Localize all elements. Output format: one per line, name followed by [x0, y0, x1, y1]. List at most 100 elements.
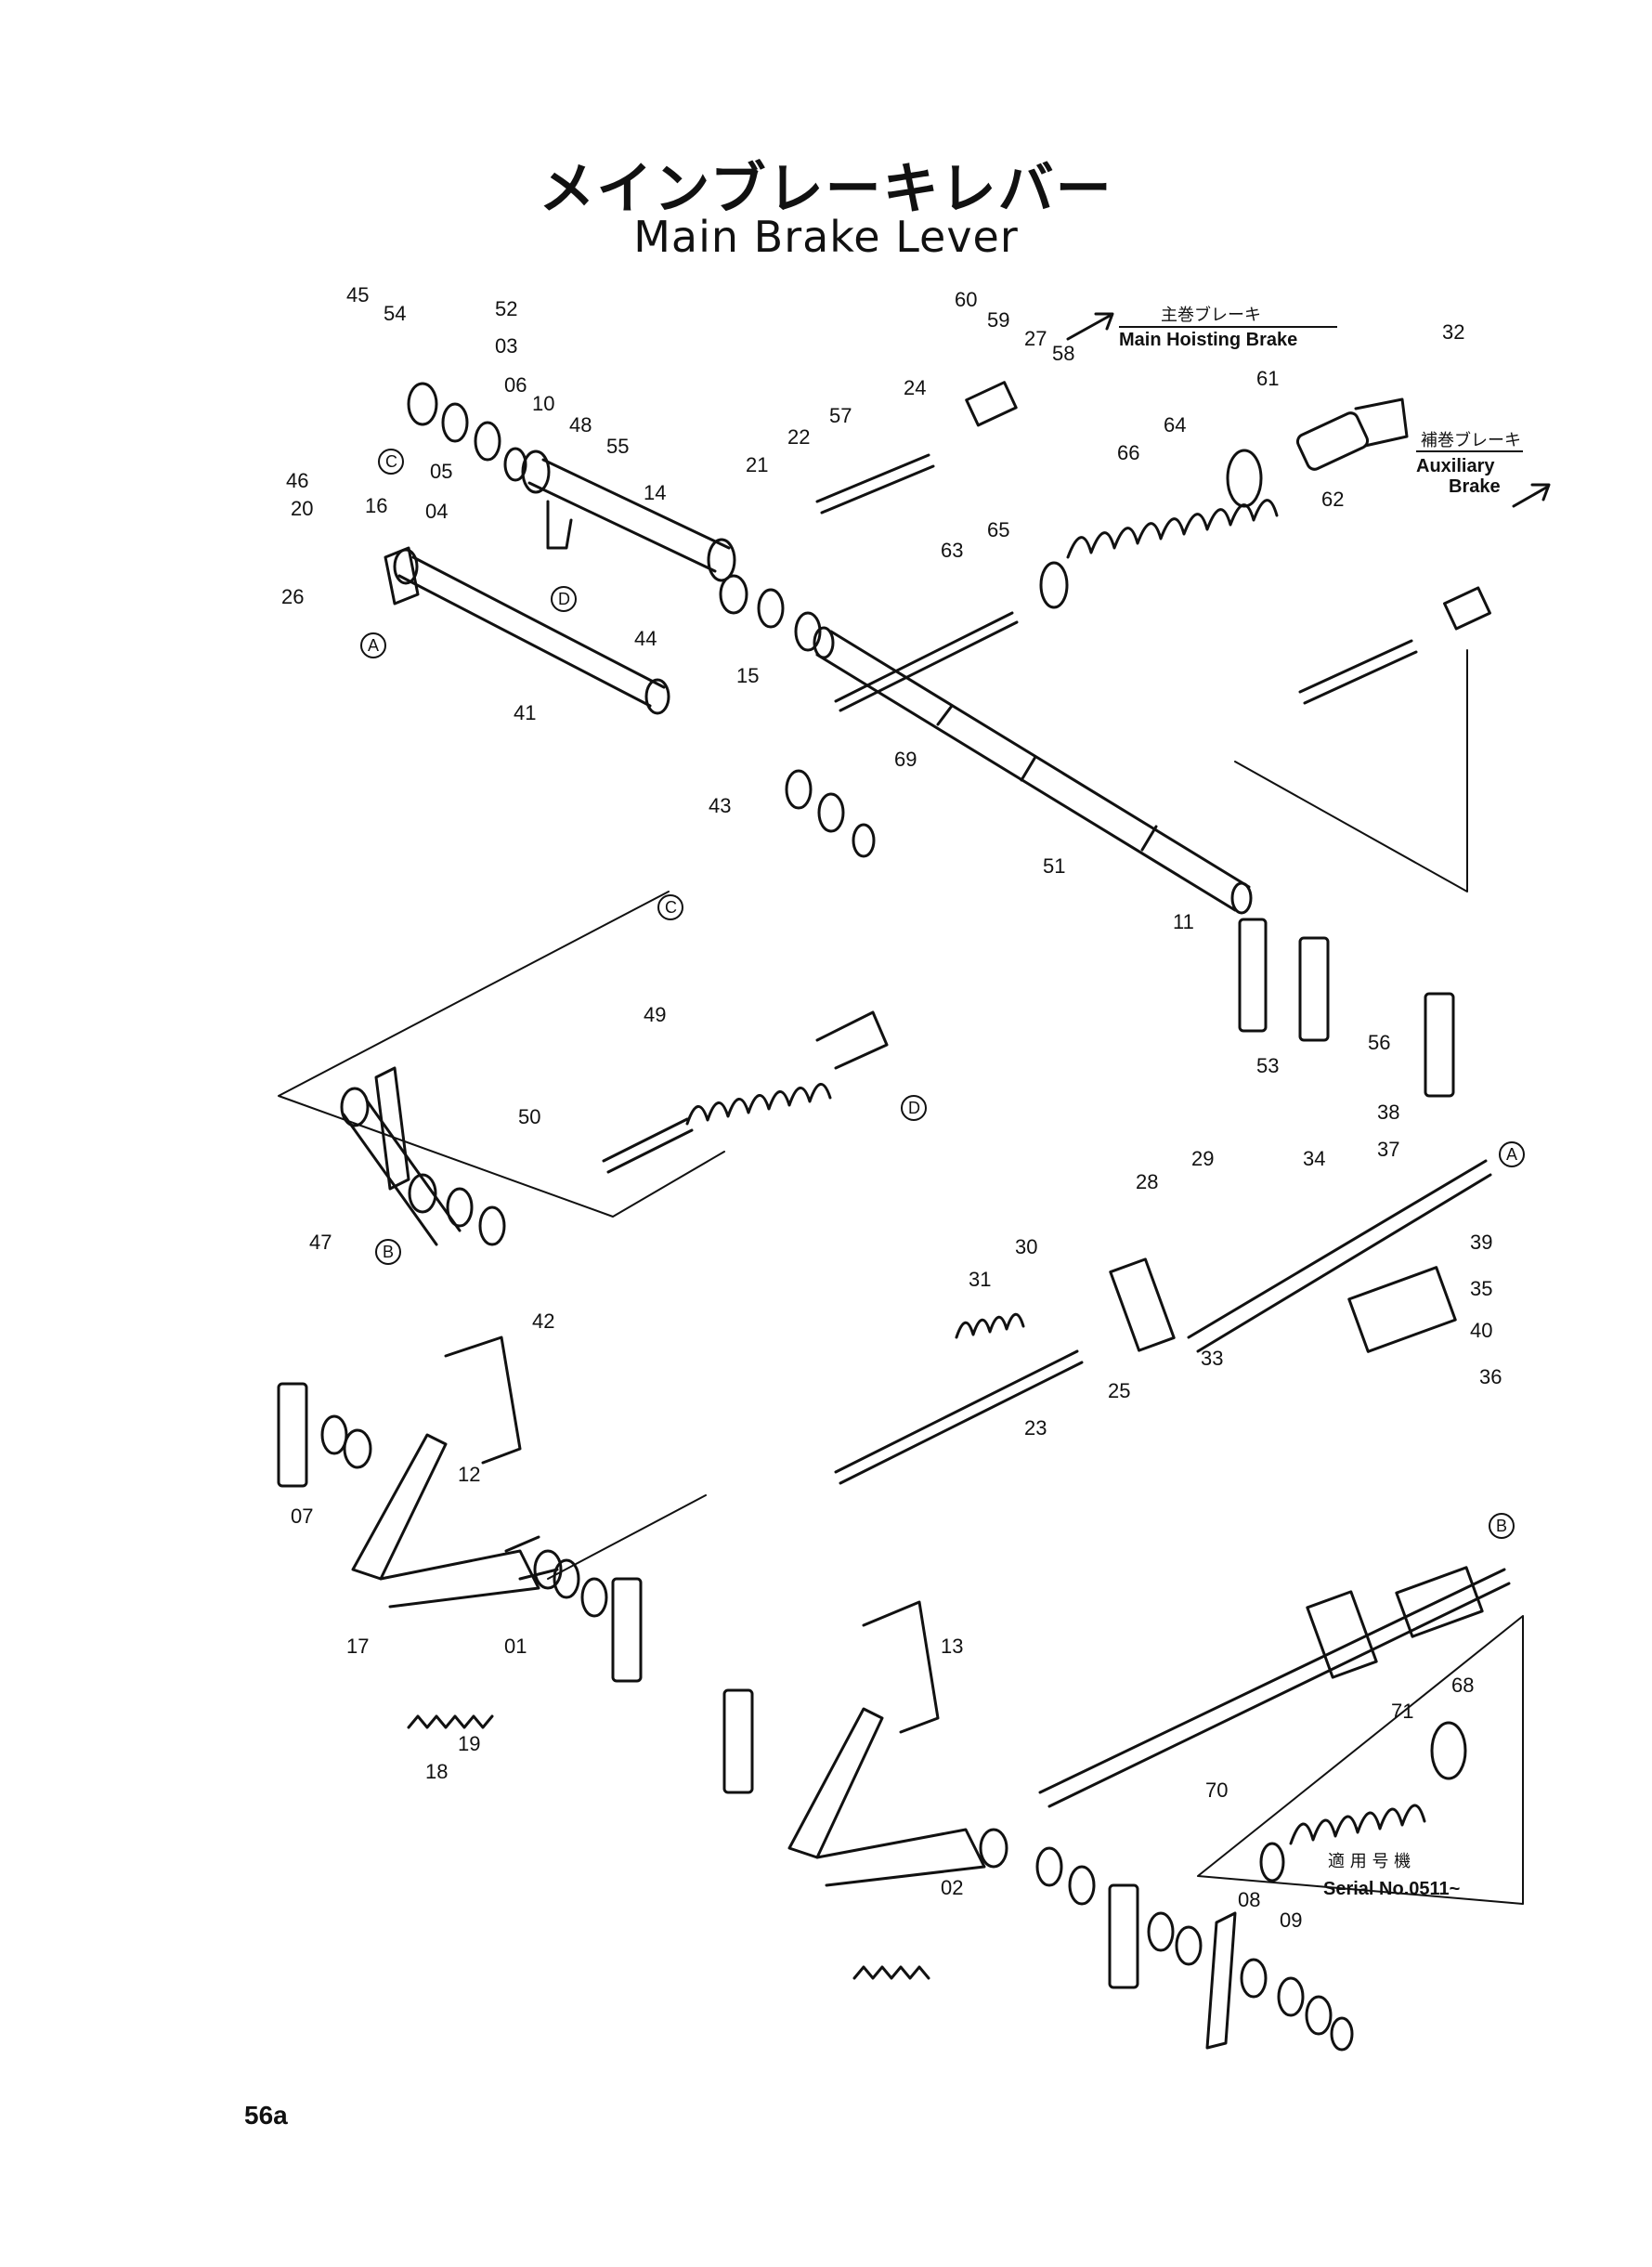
callout-14: 14 — [644, 481, 666, 504]
callout-52: 52 — [495, 297, 517, 320]
shaft-41 — [384, 546, 670, 715]
lever-13 — [787, 1600, 1008, 1887]
callout-26: 26 — [281, 585, 304, 608]
ref-A-1: A — [360, 632, 386, 658]
svg-text:B: B — [1496, 1517, 1507, 1535]
callout-15: 15 — [736, 664, 759, 687]
callout-29: 29 — [1191, 1147, 1214, 1170]
ref-C-1: C — [378, 449, 404, 475]
ref-B-1: B — [375, 1239, 401, 1265]
svg-text:A: A — [368, 636, 379, 655]
callout-49: 49 — [644, 1003, 666, 1026]
callout-57: 57 — [829, 404, 852, 427]
callout-60: 60 — [955, 288, 977, 311]
cylinder-61 — [1295, 397, 1409, 471]
callout-70: 70 — [1205, 1778, 1228, 1802]
ref-B-2: B — [1489, 1513, 1515, 1539]
callout-28: 28 — [1136, 1170, 1158, 1193]
callout-05: 05 — [430, 460, 452, 483]
svg-text:A: A — [1506, 1145, 1517, 1164]
ref-C-2: C — [657, 894, 683, 920]
title-japanese: メインブレーキレバー — [539, 157, 1113, 222]
callout-10: 10 — [532, 392, 554, 415]
callout-12: 12 — [458, 1463, 480, 1486]
rod-63 — [834, 611, 1019, 712]
title-english: Main Brake Lever — [633, 212, 1019, 262]
lever-12 — [351, 1335, 563, 1609]
callout-16: 16 — [365, 494, 387, 517]
rod-57-upper — [815, 381, 1018, 515]
ref-D-1: D — [551, 586, 577, 612]
ref-marks: A A B B C C D D — [360, 449, 1525, 1539]
annotation-main-hoisting-jp: 主巻ブレーキ — [1161, 305, 1261, 325]
callout-31: 31 — [969, 1268, 991, 1291]
callout-07: 07 — [291, 1505, 313, 1528]
callout-56: 56 — [1368, 1031, 1390, 1054]
tube-47 — [340, 1066, 462, 1246]
callout-39: 39 — [1470, 1231, 1492, 1254]
shaft-lower-right — [1038, 1566, 1511, 1808]
callout-01: 01 — [504, 1635, 527, 1658]
callout-21: 21 — [746, 453, 768, 476]
callout-35: 35 — [1470, 1277, 1492, 1300]
callout-51: 51 — [1043, 854, 1065, 878]
callout-44: 44 — [634, 627, 657, 650]
spring-66 — [1039, 449, 1279, 609]
bracket-08 — [1205, 1911, 1237, 2050]
callout-66: 66 — [1117, 441, 1139, 464]
callout-45: 45 — [346, 283, 369, 306]
svg-text:C: C — [385, 452, 397, 471]
callout-06: 06 — [504, 373, 527, 397]
callout-54: 54 — [384, 302, 406, 325]
callout-11: 11 — [1173, 910, 1194, 933]
spring-assembly-left — [602, 1010, 889, 1174]
callout-50: 50 — [518, 1105, 540, 1128]
callout-68: 68 — [1451, 1674, 1474, 1697]
callout-43: 43 — [709, 794, 731, 817]
callout-65: 65 — [987, 518, 1009, 541]
callout-22: 22 — [787, 425, 810, 449]
callout-02: 02 — [941, 1876, 963, 1899]
callout-04: 04 — [425, 500, 448, 523]
svg-text:D: D — [908, 1099, 920, 1117]
callout-32: 32 — [1442, 320, 1464, 344]
spring-31 — [955, 1312, 1025, 1339]
spring-19-lower — [852, 1965, 930, 1980]
callout-03: 03 — [495, 334, 517, 358]
ref-D-2: D — [901, 1095, 927, 1121]
spring-71 — [1259, 1721, 1467, 1883]
svg-text:C: C — [665, 898, 677, 917]
callout-62: 62 — [1321, 488, 1344, 511]
svg-text:B: B — [383, 1243, 394, 1261]
annotation-serial-jp: 適 用 号 機 — [1328, 1852, 1411, 1871]
svg-text:D: D — [558, 590, 570, 608]
callout-41: 41 — [514, 701, 536, 724]
rod-23 — [834, 1349, 1084, 1485]
annotation-serial-en: Serial No.0511~ — [1323, 1879, 1460, 1899]
callout-48: 48 — [569, 413, 592, 436]
callout-20: 20 — [291, 497, 313, 520]
callout-25: 25 — [1108, 1379, 1130, 1402]
annotation-aux-jp: 補巻ブレーキ — [1421, 430, 1521, 450]
frame-34 — [1109, 1159, 1492, 1353]
bearings-washers — [320, 382, 1354, 2052]
callout-53: 53 — [1256, 1054, 1279, 1077]
callout-40: 40 — [1470, 1319, 1492, 1342]
callout-42: 42 — [532, 1309, 554, 1333]
callout-33: 33 — [1201, 1347, 1223, 1370]
callout-38: 38 — [1377, 1101, 1399, 1124]
page-number: 56a — [244, 2101, 288, 2130]
bearing-brackets-03 — [277, 918, 1455, 1989]
callout-17: 17 — [346, 1635, 369, 1658]
callout-47: 47 — [309, 1231, 332, 1254]
callout-27: 27 — [1024, 327, 1047, 350]
callout-30: 30 — [1015, 1235, 1037, 1258]
callout-58: 58 — [1052, 342, 1074, 365]
callout-69: 69 — [894, 748, 917, 771]
ref-A-2: A — [1499, 1141, 1525, 1167]
arrow-main-hoisting — [1066, 312, 1114, 341]
callout-09: 09 — [1280, 1909, 1302, 1932]
callout-59: 59 — [987, 308, 1009, 332]
rod-57-right — [1298, 586, 1491, 705]
